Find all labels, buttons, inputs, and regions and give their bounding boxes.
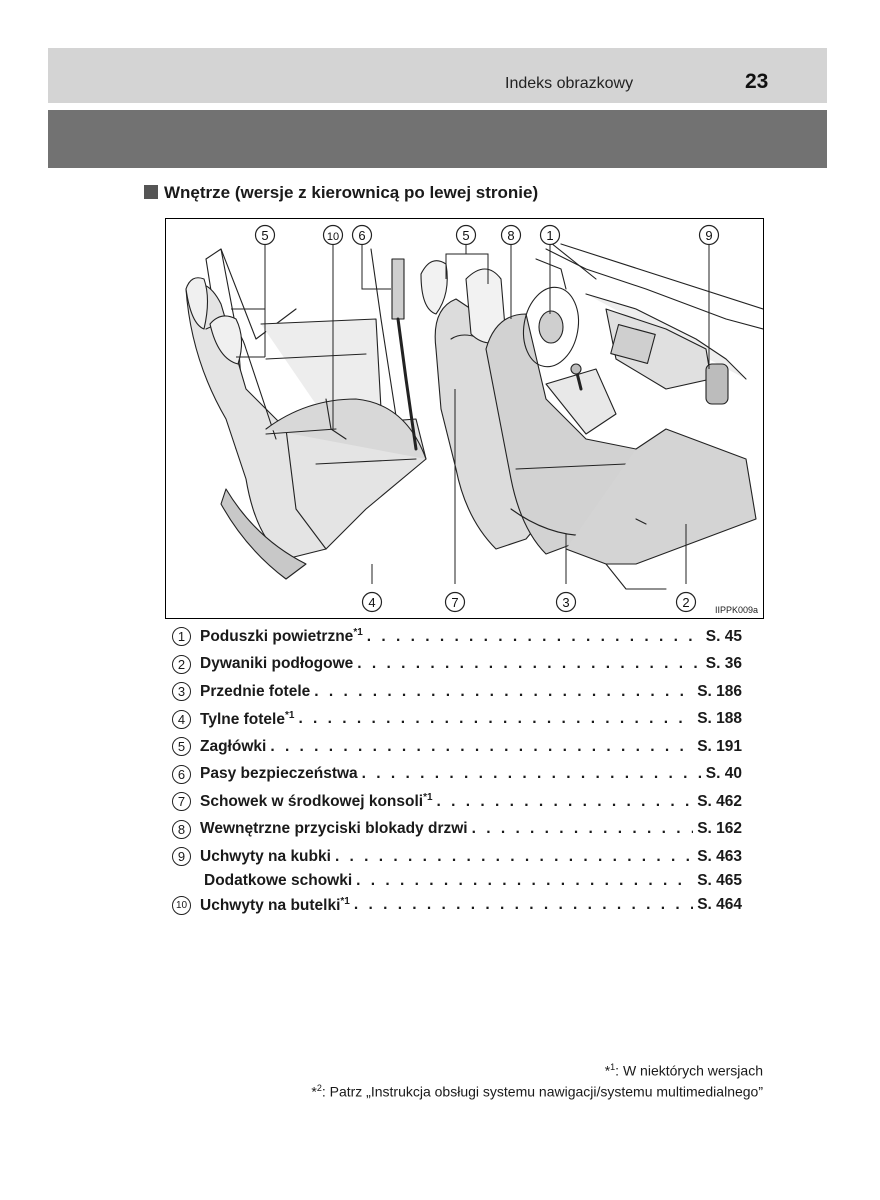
- interior-figure: 5 10 6 5 8 1 9 4 7 3 2 IIPPK009a: [165, 218, 764, 619]
- svg-text:5: 5: [462, 228, 469, 243]
- leader-dots: . . . . . . . . . . . . . . . . . . . . …: [353, 896, 693, 914]
- callout-7: 7: [444, 591, 466, 613]
- item-number: 1: [172, 627, 191, 647]
- item-label: Dodatkowe schowki: [204, 872, 353, 889]
- leader-dots: . . . . . . . . . . . . . . . . . . . . …: [436, 792, 694, 810]
- item-label: Dywaniki podłogowe: [200, 655, 354, 673]
- item-number: 6: [172, 764, 191, 784]
- item-page-ref[interactable]: S. 463: [697, 847, 742, 865]
- svg-text:6: 6: [358, 228, 365, 243]
- svg-text:3: 3: [562, 595, 569, 610]
- item-label: Zagłówki: [200, 737, 267, 755]
- callout-6: 6: [351, 224, 373, 246]
- item-label: Pasy bezpieczeństwa: [200, 765, 358, 783]
- callout-9: 9: [698, 224, 720, 246]
- list-item: 8 Wewnętrzne przyciski blokady drzwi . .…: [172, 816, 742, 844]
- leader-dots: . . . . . . . . . . . . . . . . . . . . …: [366, 627, 702, 645]
- callout-10: 10: [322, 224, 344, 246]
- callout-4: 4: [361, 591, 383, 613]
- item-page-ref[interactable]: S. 465: [697, 872, 742, 889]
- item-page-ref[interactable]: S. 45: [705, 627, 742, 645]
- svg-text:9: 9: [705, 228, 712, 243]
- svg-text:10: 10: [327, 231, 339, 243]
- item-page-ref[interactable]: S. 36: [705, 655, 742, 673]
- item-label: Uchwyty na butelki*1: [200, 895, 350, 914]
- item-page-ref[interactable]: S. 191: [697, 737, 742, 755]
- leader-dots: . . . . . . . . . . . . . . . . . . . . …: [361, 765, 702, 783]
- list-item: 5 Zagłówki . . . . . . . . . . . . . . .…: [172, 733, 742, 761]
- list-item: 1 Poduszki powietrzne*1 . . . . . . . . …: [172, 623, 742, 651]
- callout-5b: 5: [455, 224, 477, 246]
- svg-text:4: 4: [368, 595, 375, 610]
- footnote-1: *1: W niektórych wersjach: [604, 1062, 763, 1079]
- callout-2: 2: [675, 591, 697, 613]
- callout-1: 1: [539, 224, 561, 246]
- svg-text:1: 1: [546, 228, 553, 243]
- callout-8: 8: [500, 224, 522, 246]
- section-heading: Wnętrze (wersje z kierownicą po lewej st…: [144, 183, 538, 203]
- leader-dots: . . . . . . . . . . . . . . . . . . . . …: [471, 820, 694, 838]
- list-item: 3 Przednie fotele . . . . . . . . . . . …: [172, 678, 742, 706]
- list-item: 7 Schowek w środkowej konsoli*1 . . . . …: [172, 788, 742, 816]
- callout-3: 3: [555, 591, 577, 613]
- item-page-ref[interactable]: S. 464: [697, 896, 742, 914]
- header-band: [48, 48, 827, 103]
- section-title: Wnętrze (wersje z kierownicą po lewej st…: [164, 183, 539, 202]
- item-number: 10: [172, 895, 191, 915]
- list-item: 6 Pasy bezpieczeństwa . . . . . . . . . …: [172, 761, 742, 789]
- footnote-2: *2: Patrz „Instrukcja obsługi systemu na…: [311, 1083, 763, 1100]
- header-dark-band: [48, 110, 827, 168]
- leader-dots: . . . . . . . . . . . . . . . . . . . . …: [356, 872, 693, 889]
- item-page-ref[interactable]: S. 186: [697, 682, 742, 700]
- item-number: 8: [172, 819, 191, 839]
- item-page-ref[interactable]: S. 40: [705, 765, 742, 783]
- item-page-ref[interactable]: S. 188: [697, 710, 742, 728]
- interior-illustration: 5 10 6 5 8 1 9 4 7 3 2: [185, 224, 763, 613]
- item-number: 3: [172, 682, 191, 702]
- item-label: Tylne fotele*1: [200, 709, 295, 728]
- list-item-sub: Dodatkowe schowki . . . . . . . . . . . …: [172, 871, 742, 892]
- item-number: 4: [172, 709, 191, 729]
- figure-code: IIPPK009a: [714, 605, 758, 615]
- svg-text:2: 2: [682, 595, 689, 610]
- item-number: 9: [172, 847, 191, 867]
- list-item: 2 Dywaniki podłogowe . . . . . . . . . .…: [172, 651, 742, 679]
- item-label: Przednie fotele: [200, 682, 311, 700]
- callout-5a: 5: [254, 224, 276, 246]
- list-item: 4 Tylne fotele*1 . . . . . . . . . . . .…: [172, 706, 742, 734]
- section-square-icon: [144, 185, 158, 199]
- item-page-ref[interactable]: S. 162: [697, 820, 742, 838]
- leader-dots: . . . . . . . . . . . . . . . . . . . . …: [357, 655, 702, 673]
- item-number: 2: [172, 654, 191, 674]
- leader-dots: . . . . . . . . . . . . . . . . . . . . …: [314, 682, 693, 700]
- item-page-ref[interactable]: S. 462: [697, 792, 742, 810]
- item-label: Schowek w środkowej konsoli*1: [200, 792, 433, 811]
- list-item: 10 Uchwyty na butelki*1 . . . . . . . . …: [172, 892, 742, 920]
- leader-dots: . . . . . . . . . . . . . . . . . . . . …: [270, 737, 693, 755]
- item-label: Poduszki powietrzne*1: [200, 627, 363, 646]
- index-list: 1 Poduszki powietrzne*1 . . . . . . . . …: [172, 623, 742, 919]
- item-label: Uchwyty na kubki: [200, 847, 331, 865]
- svg-text:7: 7: [451, 595, 458, 610]
- header-section-title: Indeks obrazkowy: [505, 75, 634, 92]
- leader-dots: . . . . . . . . . . . . . . . . . . . . …: [334, 847, 693, 865]
- leader-dots: . . . . . . . . . . . . . . . . . . . . …: [298, 710, 693, 728]
- item-number: 5: [172, 737, 191, 757]
- item-label: Wewnętrzne przyciski blokady drzwi: [200, 820, 468, 838]
- svg-text:5: 5: [261, 228, 268, 243]
- item-number: 7: [172, 792, 191, 812]
- svg-text:8: 8: [507, 228, 514, 243]
- page-number: 23: [745, 70, 769, 93]
- list-item: 9 Uchwyty na kubki . . . . . . . . . . .…: [172, 843, 742, 871]
